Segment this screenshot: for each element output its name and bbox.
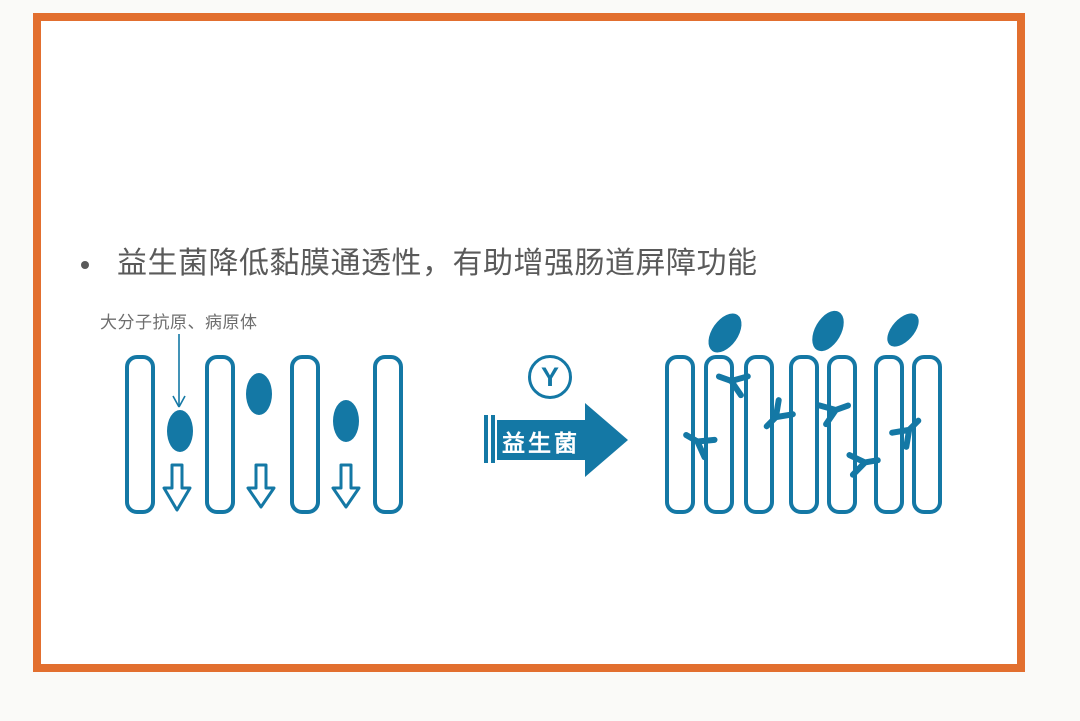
pathogen-oval <box>887 313 919 347</box>
epithelial-cell <box>290 355 320 514</box>
annotation-leader-line <box>172 334 186 408</box>
epithelial-cell <box>704 355 734 514</box>
pathogen-oval <box>708 313 742 353</box>
epithelial-cell <box>912 355 942 514</box>
pathogen-oval <box>333 400 359 442</box>
arrow-tail-stripe <box>491 415 495 463</box>
arrow-head <box>585 403 628 477</box>
intestinal-barrier-after-diagram <box>665 310 942 514</box>
pathogen-oval <box>167 410 193 452</box>
epithelial-cell <box>205 355 235 514</box>
arrow-body <box>497 420 586 460</box>
intestinal-barrier-before-diagram <box>125 334 403 514</box>
antibody-circle-badge: Y <box>528 355 572 399</box>
probiotic-arrow <box>484 403 628 477</box>
permeability-arrow-icon <box>162 463 192 512</box>
slide-title: 益生菌降低黏膜通透性，有助增强肠道屏障功能 <box>117 247 758 280</box>
permeability-arrow-icon <box>331 463 361 509</box>
pathogen-oval <box>246 373 272 415</box>
epithelial-cell <box>125 355 155 514</box>
probiotic-arrow-label: 益生菌 <box>502 430 580 456</box>
annotation-label: 大分子抗原、病原体 <box>100 313 258 332</box>
permeability-arrow-icon <box>246 463 276 509</box>
arrow-tail-stripe <box>484 415 488 463</box>
slide-content: 益生菌降低黏膜通透性，有助增强肠道屏障功能 大分子抗原、病原体 <box>41 21 1017 664</box>
epithelial-cell <box>874 355 904 514</box>
epithelial-cell <box>373 355 403 514</box>
pathogen-oval <box>812 310 844 352</box>
epithelial-cell <box>827 355 857 514</box>
title-bullet-dot <box>81 261 89 269</box>
antibody-symbol: Y <box>540 361 559 392</box>
epithelial-cell <box>744 355 774 514</box>
epithelial-cell <box>665 355 695 514</box>
slide-frame: 益生菌降低黏膜通透性，有助增强肠道屏障功能 大分子抗原、病原体 <box>33 13 1025 672</box>
epithelial-cell <box>789 355 819 514</box>
